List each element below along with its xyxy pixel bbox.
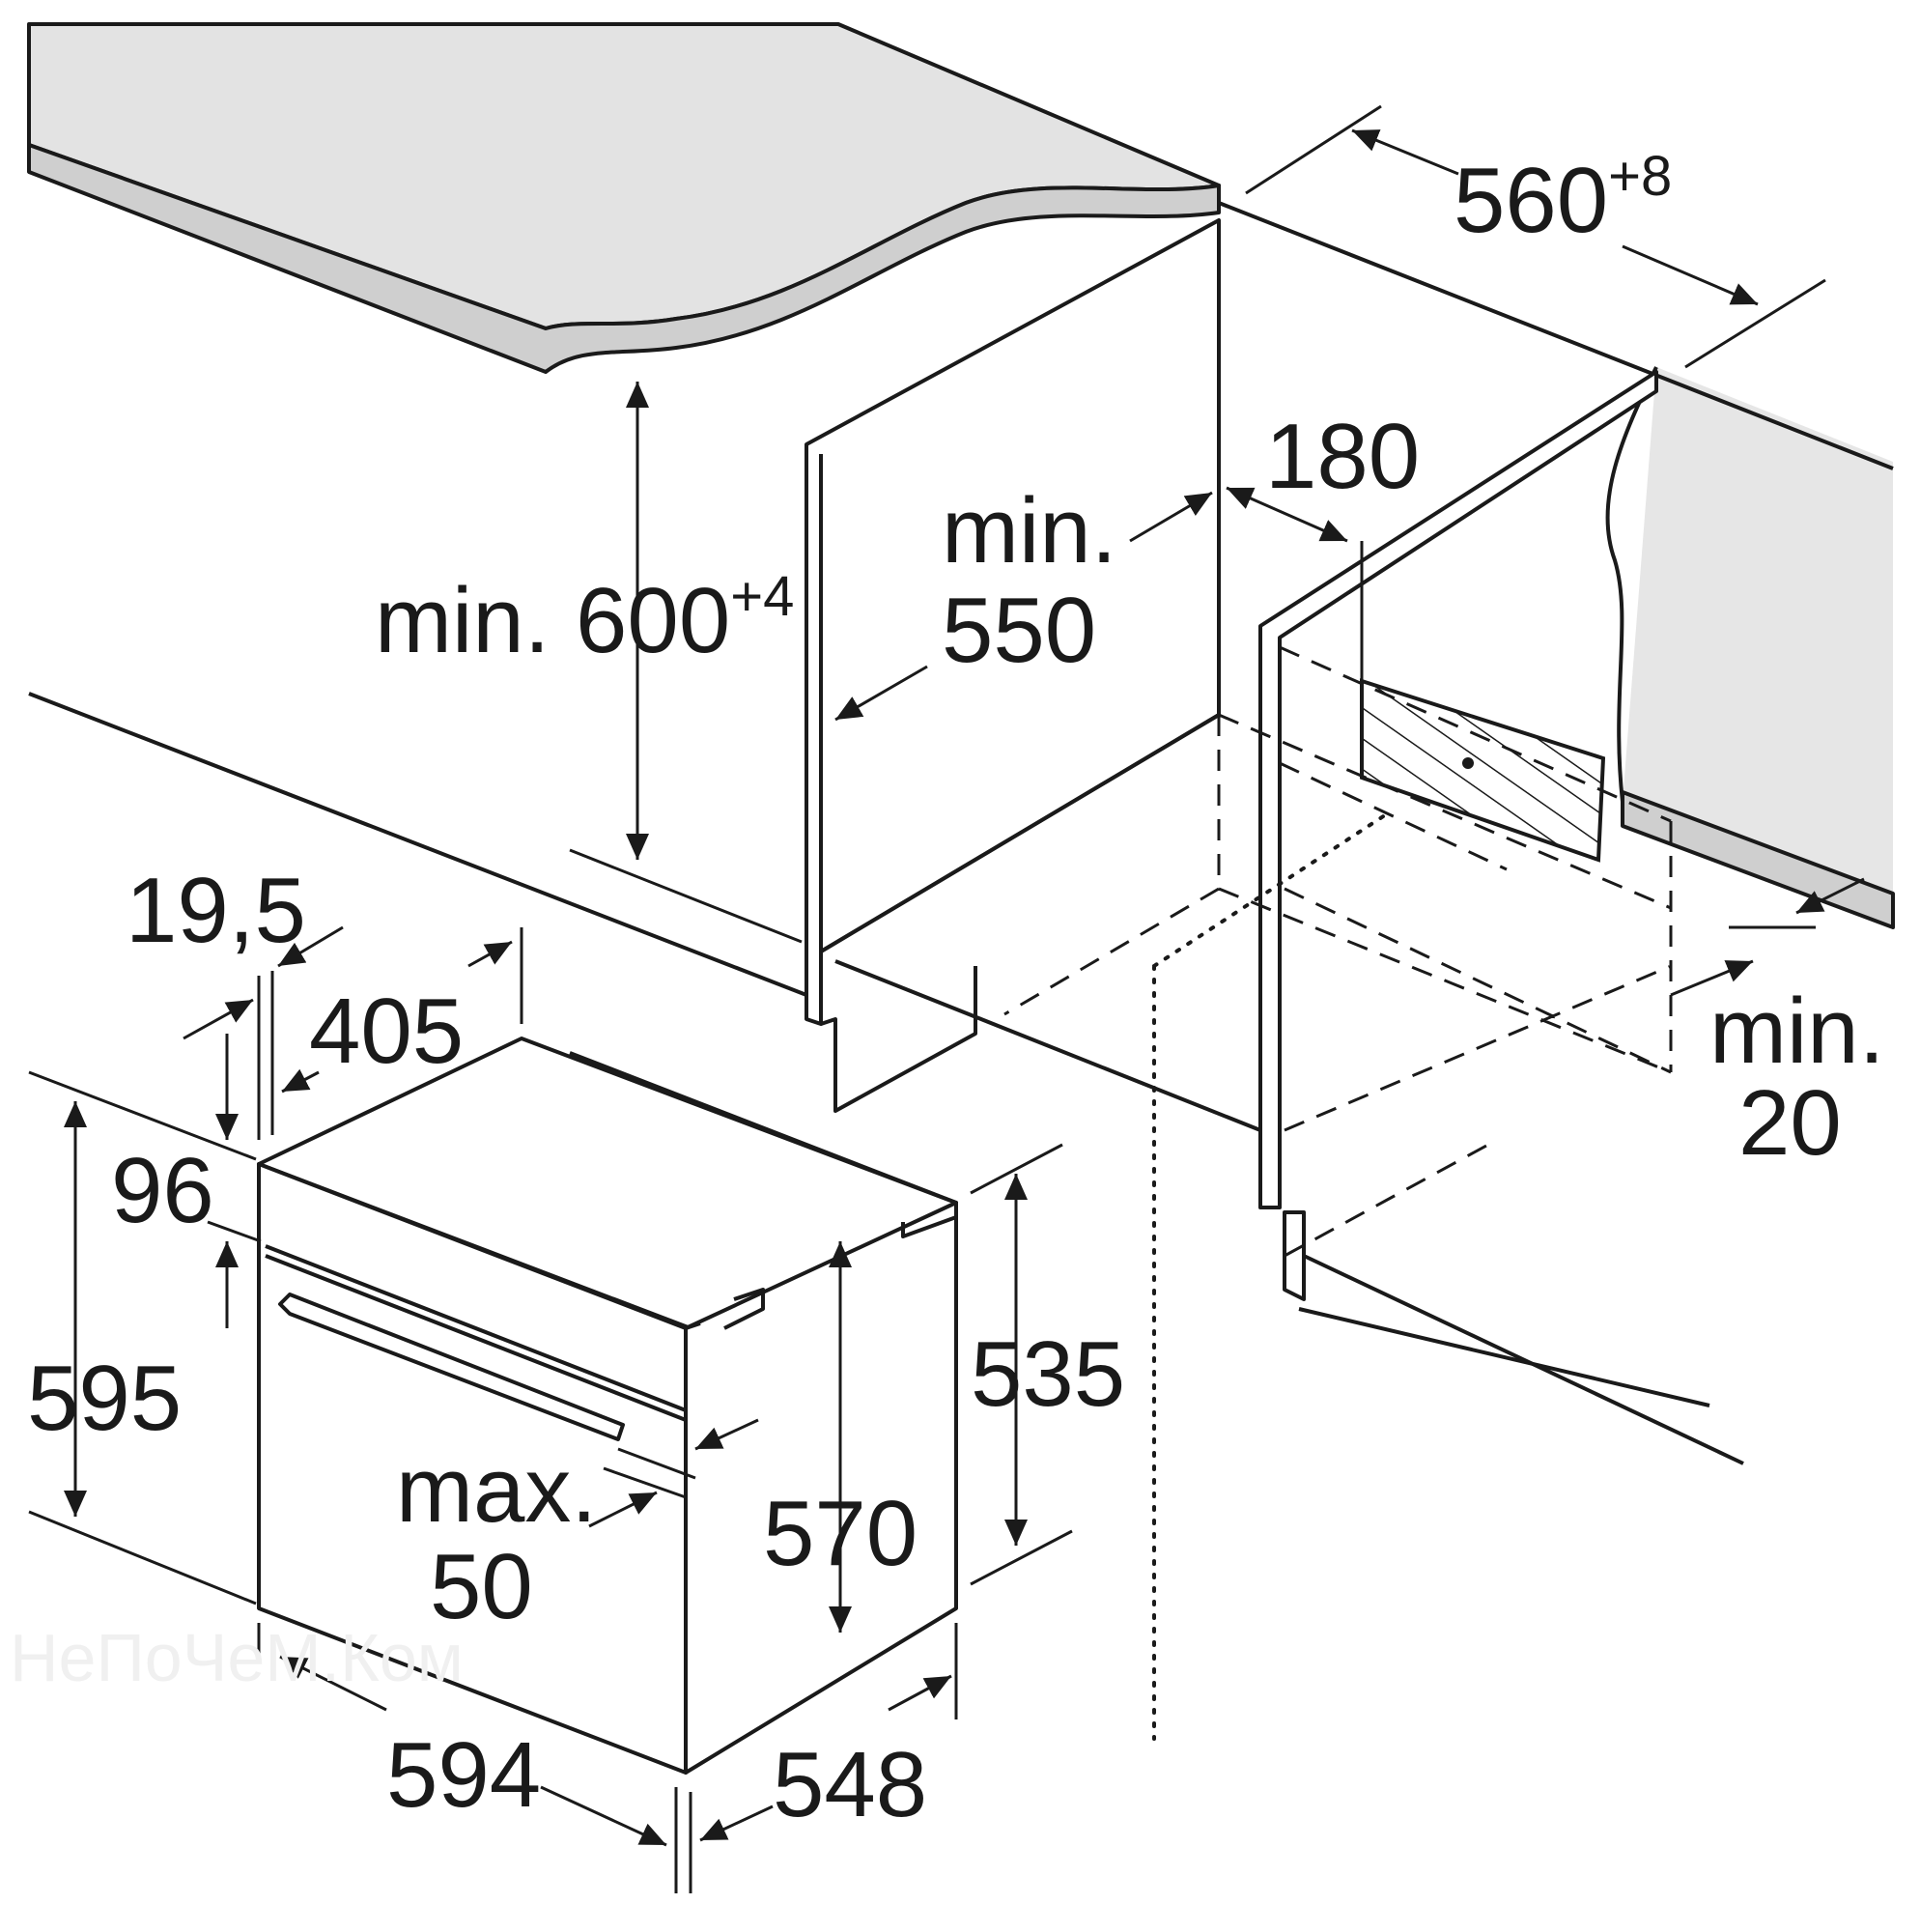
dim-548-arrow-a: [699, 1804, 774, 1842]
dim-20-arrow-a: [1670, 959, 1754, 997]
label-535: 535: [971, 1322, 1125, 1426]
ext-50-b: [603, 1466, 687, 1499]
label-600: min. 600+4: [375, 565, 794, 672]
right-wall-edge: [1605, 366, 1658, 803]
dim-405-arrow-b: [281, 1068, 320, 1094]
label-550-line2: 550: [942, 579, 1096, 682]
countertop: [27, 22, 1221, 330]
dim-560-arrow-b: [1622, 244, 1759, 306]
shelf-line: [834, 959, 1261, 1132]
right-shelf: [1621, 790, 1895, 929]
oven-handle: [278, 1293, 625, 1441]
oven-side: [684, 1201, 958, 1775]
label-594: 594: [386, 1723, 541, 1827]
wall-top-line: [1218, 201, 1894, 470]
label-405: 405: [309, 980, 464, 1083]
ext-535-top: [970, 1143, 1063, 1195]
label-180: 180: [1265, 405, 1420, 508]
dim-550-arrow-a: [834, 665, 928, 722]
oven-side-vent: [723, 1288, 765, 1330]
label-595: 595: [27, 1347, 182, 1450]
dim-550-arrow-b: [1129, 491, 1213, 543]
label-50-line1: max.: [396, 1438, 597, 1542]
dim-594-arrow-b: [540, 1785, 667, 1847]
ext-595-top: [28, 1070, 257, 1161]
oven-front-rim: [685, 1321, 701, 1330]
dim-594-arrow-a: [279, 1655, 387, 1712]
dim-405-arrow-a: [467, 940, 513, 968]
countertop-edge: [27, 143, 1221, 374]
panel-bottom-edge: [819, 713, 1221, 953]
label-20-line2: 20: [1738, 1071, 1842, 1175]
watermark: НеПоЧеМ.Ком: [10, 1620, 464, 1695]
ext-535-bottom: [970, 1529, 1073, 1586]
label-570: 570: [763, 1482, 918, 1585]
ext-96: [207, 1220, 262, 1243]
right-plinth: [1283, 1210, 1306, 1301]
label-19-5: 19,5: [126, 859, 306, 962]
label-50-line2: 50: [430, 1535, 533, 1638]
label-560: 560+8: [1454, 145, 1672, 252]
ext-600-bottom: [569, 848, 803, 944]
ext-560-b: [1684, 278, 1826, 369]
ext-560-a: [1245, 104, 1382, 195]
ext-50-a: [617, 1447, 696, 1480]
dim-560-arrow-a: [1351, 128, 1459, 176]
dim-195-arrow-b: [277, 925, 344, 968]
floor-line-left: [28, 692, 807, 997]
oven-panel-line-2: [265, 1254, 687, 1422]
oven-rear-tab: [901, 1215, 957, 1238]
oven-top-back-edge: [569, 1051, 957, 1205]
label-548: 548: [773, 1733, 927, 1836]
label-550-line1: min.: [942, 479, 1116, 582]
dim-50-arrow-a: [694, 1418, 759, 1451]
cabinet-right-panel: [1258, 370, 1658, 1209]
ext-595-bottom: [28, 1510, 257, 1605]
dim-548-arrow-b: [888, 1674, 952, 1712]
oven-panel-line: [265, 1244, 687, 1412]
vent-center-mark: [1462, 757, 1474, 769]
floor-line-right: [1303, 1254, 1744, 1465]
dim-20-arrow-b: [1795, 877, 1865, 915]
floor-line-front: [1298, 1307, 1710, 1407]
label-96: 96: [111, 1139, 214, 1242]
dim-50-arrow-b: [588, 1491, 658, 1528]
dim-180-line: [1226, 486, 1348, 543]
right-wall: [1623, 367, 1893, 898]
label-20-line1: min.: [1709, 980, 1884, 1083]
dim-195-arrow-a: [183, 998, 254, 1040]
vent-opening: [1360, 678, 1606, 863]
